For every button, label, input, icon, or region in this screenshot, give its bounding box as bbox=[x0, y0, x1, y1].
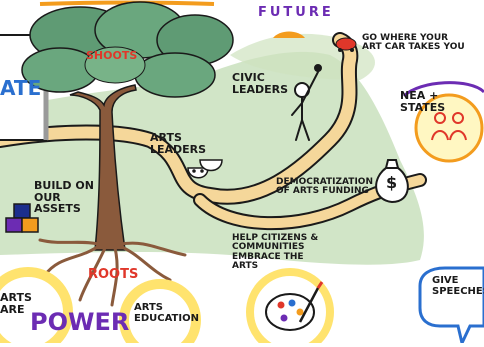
nea-circle bbox=[414, 93, 484, 163]
label-shoots: SHOOTS bbox=[86, 49, 138, 62]
label-arts-education: ARTS EDUCATION bbox=[134, 302, 199, 324]
label-help-citizens: HELP CITIZENS & COMMUNITIES EMBRACE THE … bbox=[232, 233, 319, 272]
tree-roots bbox=[38, 238, 187, 307]
label-go-where: GO WHERE YOUR ART CAR TAKES YOU bbox=[362, 33, 465, 53]
label-power: POWER bbox=[30, 308, 130, 336]
tree-foliage bbox=[21, 1, 234, 98]
civic-leader-figure bbox=[291, 64, 322, 141]
yellow-circle-left bbox=[0, 267, 73, 347]
people-icon bbox=[431, 112, 467, 141]
label-nea-states: NEA + STATES bbox=[400, 89, 446, 114]
tree-trunk bbox=[69, 84, 137, 251]
yellow-circle-mid bbox=[119, 279, 201, 347]
assets-blocks-icon bbox=[5, 203, 39, 233]
yellow-circle-palette bbox=[246, 268, 334, 347]
money-bag-icon bbox=[375, 159, 409, 204]
art-car bbox=[335, 37, 357, 52]
label-future: FUTURE bbox=[258, 5, 334, 20]
label-arts-leaders: ARTS LEADERS bbox=[150, 131, 207, 156]
dollar-sign: $ bbox=[386, 173, 398, 192]
label-ate: ATE bbox=[0, 76, 42, 100]
label-arts-are: ARTS ARE bbox=[0, 291, 32, 316]
paint-palette-icon bbox=[265, 281, 324, 331]
winding-path-fill bbox=[0, 34, 357, 203]
label-roots: ROOTS bbox=[88, 267, 139, 282]
nea-arrow bbox=[402, 81, 484, 98]
label-democratization: DEMOCRATIZATION OF ARTS FUNDING bbox=[276, 177, 373, 197]
sun bbox=[273, 31, 305, 38]
label-give-speeches: GIVE SPEECHES bbox=[432, 275, 484, 297]
theatre-masks-icon bbox=[187, 159, 223, 179]
speech-bubble bbox=[418, 266, 484, 347]
label-civic-leaders: CIVIC LEADERS bbox=[232, 71, 289, 96]
label-build-on: BUILD ON OUR ASSETS bbox=[34, 179, 94, 216]
